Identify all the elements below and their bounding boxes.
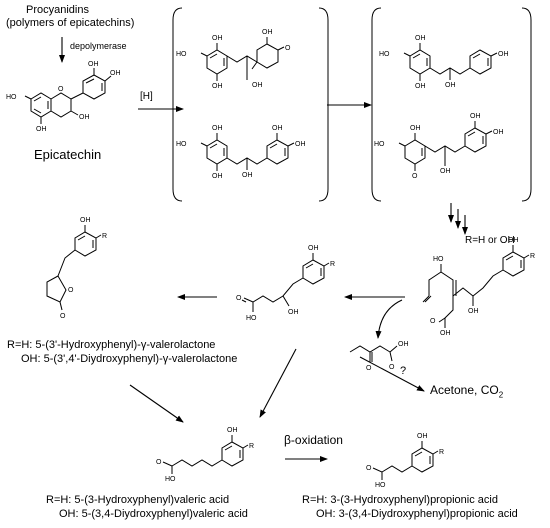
arrow-to-acetoacetate [375,299,403,339]
atom: R [330,261,335,268]
atom: R [530,253,535,260]
atom: HO [433,256,444,263]
acetone-subscript: 2 [498,390,504,400]
propionic-acid-label-oh: OH: 3-(3,4-Diydroxyphenyl)propionic acid [316,508,518,520]
atom: HO [6,94,17,101]
atom: OH [212,83,223,90]
atom: OH [308,245,319,252]
atom: OH [417,433,428,440]
intermediate-diphenylpropanol-2 [403,43,498,81]
bracket-left-1 [172,7,183,202]
atom: O [366,365,372,372]
atom: OH [470,113,481,120]
depolymerase-label: depolymerase [70,41,127,51]
atom: O [156,459,162,466]
atom: HO [165,476,176,483]
atom: OH [295,141,306,148]
atom: OH [493,129,504,136]
brackets [172,7,532,202]
atom: OH [227,427,238,434]
question-mark: ? [400,365,407,377]
propionic-acid-structure [372,441,439,480]
atom: OH [262,29,273,36]
arrow-to-acetone [359,356,425,392]
hydrogenation-label: [H] [140,91,153,102]
atom: OH [410,125,421,132]
valeric-acid-structure [162,435,249,474]
atom: O [366,465,372,472]
ring-fission-intermediate [422,245,530,328]
procyanidins-label: Procyanidins [26,4,89,16]
atom: OH [79,114,90,121]
atom: O [236,295,242,302]
atom: OH [80,217,91,224]
atom: O [68,287,74,294]
atom: OH [252,82,263,89]
atom: OH [415,83,426,90]
atom: HO [379,51,390,58]
atom: OH [440,330,451,337]
atom: OH [88,61,99,68]
atom: O [60,313,66,320]
intermediate-diphenylpropanol-1 [200,133,295,171]
pathway-arrows [59,37,468,462]
atom: OH [415,35,426,42]
r-group-label: R=H or OH [465,235,515,246]
atom: O [58,86,64,93]
arrow-intermediate-to-valeric [259,348,297,418]
atom: R [102,233,107,240]
atom: HO [176,51,187,58]
atom: O [389,364,395,371]
atom: OH [36,126,47,133]
atom: OH [212,125,223,132]
atom: OH [212,173,223,180]
atom: O [430,318,436,325]
atom: OH [498,51,509,58]
atom: OH [288,309,299,316]
arrow-lactone-to-valeric [129,384,184,423]
beta-oxidation-label: β-oxidation [284,433,343,447]
atom: HO [246,315,257,322]
atom: OH [212,35,223,42]
atom: OH [445,82,456,89]
valerolactone-label-rh: R=H: 5-(3'-Hydroxyphenyl)-γ-valerolacton… [7,339,216,351]
bracket-left-2 [371,7,382,202]
bracket-right-1 [318,7,329,202]
valeric-acid-label-oh: OH: 5-(3,4-Diydroxyphenyl)valeric acid [59,508,248,520]
hydroxyvaleric-acid-intermediate [241,253,330,312]
atom: OH [272,125,283,132]
atom: HO [374,141,385,148]
valeric-acid-label-rh: R=H: 5-(3-Hydroxyphenyl)valeric acid [46,494,230,506]
atom: HO [176,141,187,148]
atom: OH [242,172,253,179]
acetone-co2-label: Acetone, CO2 [430,384,503,399]
procyanidins-subtitle: (polymers of epicatechins) [6,17,135,29]
epicatechin-structure [24,68,112,124]
atom: OH [508,237,519,244]
intermediate-cyclohexenone [398,121,493,171]
atom: OH [110,70,121,77]
atom: O [285,45,291,52]
atom: HO [375,482,386,489]
bracket-right-2 [521,7,532,202]
valerolactone-label-oh: OH: 5-(3',4'-Diydroxyphenyl)-γ-valerolac… [21,353,238,365]
acetone-text: Acetone, CO [430,383,499,397]
valerolactone-structure [46,225,102,311]
atom: R [249,443,254,450]
epicatechin-label: Epicatechin [34,147,102,162]
atom: O [412,173,418,180]
intermediate-quinone-methide [200,37,285,81]
atom: OH [398,341,409,348]
atom: OH [440,168,451,175]
propionic-acid-label-rh: R=H: 3-(3-Hydroxyphenyl)propionic acid [302,494,498,506]
atom: R [439,449,444,456]
acetoacetic-acid-structure [349,345,398,362]
atom: OH [468,308,479,315]
